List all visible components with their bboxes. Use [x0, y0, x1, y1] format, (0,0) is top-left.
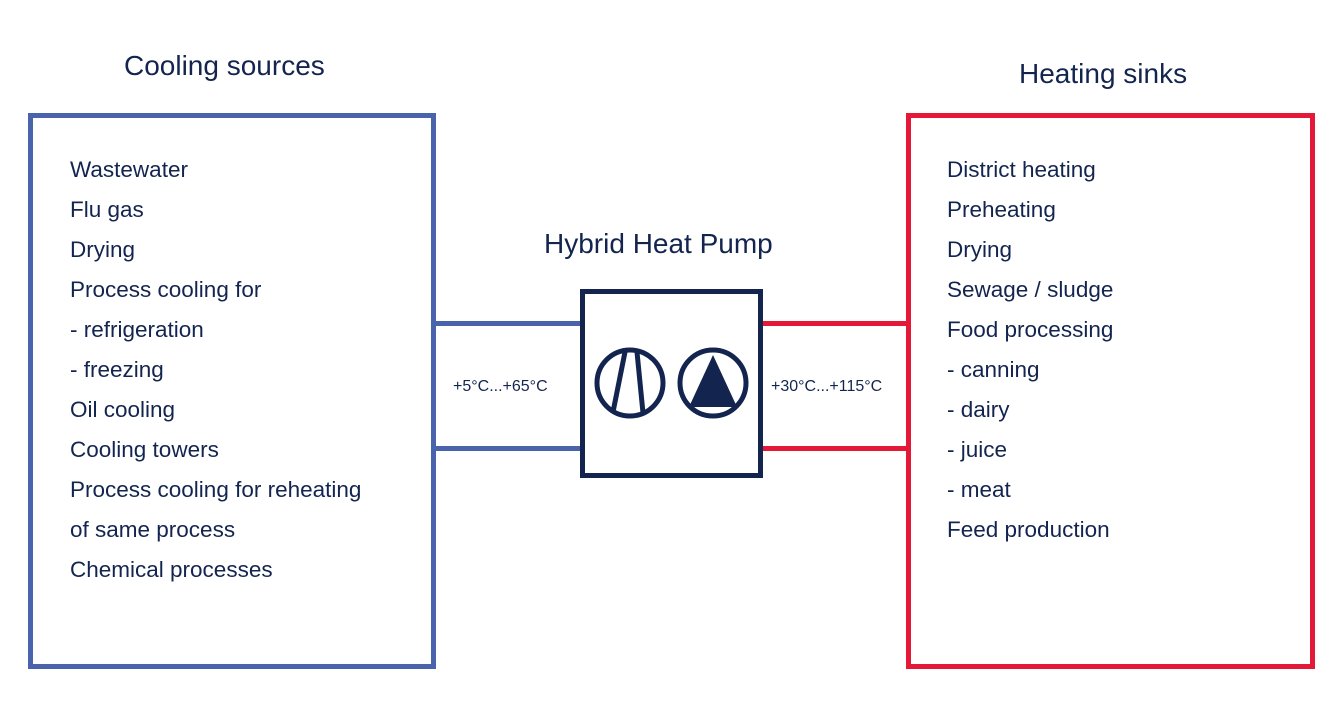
compressor-icon — [594, 347, 666, 419]
heating-sinks-heading: Heating sinks — [1019, 58, 1188, 89]
cooling-sources-heading: Cooling sources — [124, 50, 325, 81]
pump-icon — [677, 347, 749, 419]
heating-sink-item: Drying — [947, 237, 1013, 262]
heating-sinks-box — [906, 113, 1315, 669]
heating-sink-item: Feed production — [947, 517, 1110, 542]
heating-sink-item: - dairy — [947, 397, 1010, 422]
cooling-source-item: Process cooling for reheating — [70, 477, 362, 502]
heating-return-pipe — [760, 446, 908, 451]
cooling-temperature-range: +5°C...+65°C — [453, 378, 548, 395]
heating-sink-item: Preheating — [947, 197, 1056, 222]
heating-sink-item: District heating — [947, 157, 1096, 182]
cooling-source-item: - refrigeration — [70, 317, 204, 342]
cooling-supply-pipe — [435, 321, 582, 326]
heating-sink-item: Sewage / sludge — [947, 277, 1114, 302]
cooling-source-item: of same process — [70, 517, 236, 542]
heating-supply-pipe — [760, 321, 908, 326]
heating-sink-item: - canning — [947, 357, 1040, 382]
hybrid-heat-pump-heading: Hybrid Heat Pump — [544, 228, 773, 259]
cooling-source-item: - freezing — [70, 357, 164, 382]
heating-sinks-list: District heating Preheating Drying Sewag… — [947, 150, 1113, 550]
cooling-source-item: Cooling towers — [70, 437, 219, 462]
cooling-return-pipe — [435, 446, 582, 451]
cooling-source-item: Chemical processes — [70, 557, 273, 582]
heating-sink-item: Food processing — [947, 317, 1114, 342]
cooling-source-item: Drying — [70, 237, 136, 262]
heating-sink-item: - juice — [947, 437, 1008, 462]
cooling-sources-list: Wastewater Flu gas Drying Process coolin… — [70, 150, 361, 590]
cooling-source-item: Wastewater — [70, 157, 188, 182]
heating-sink-item: - meat — [947, 477, 1011, 502]
heating-temperature-range: +30°C...+115°C — [771, 378, 883, 395]
cooling-source-item: Oil cooling — [70, 397, 176, 422]
cooling-source-item: Flu gas — [70, 197, 144, 222]
cooling-source-item: Process cooling for — [70, 277, 262, 302]
cooling-sources-box — [28, 113, 436, 669]
